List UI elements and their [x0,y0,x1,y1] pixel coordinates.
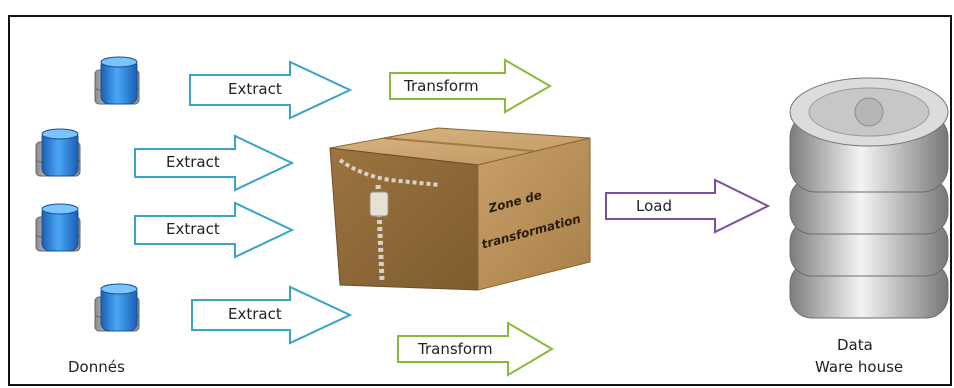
load-arrow [605,178,771,234]
transform-arrow-bottom [397,321,554,377]
transform-label-top: Transform [404,77,479,95]
source-database-icon-2 [35,128,81,177]
warehouse-label-line2: Ware house [815,358,904,376]
extract-label-3: Extract [166,220,220,238]
transform-arrow-top [389,58,552,114]
extract-arrow-3 [134,201,295,259]
extract-arrow-1 [189,60,353,120]
load-label: Load [636,197,672,215]
warehouse-label-line1: Data [837,336,873,354]
transform-label-bottom: Transform [418,340,493,358]
extract-arrow-2 [134,134,295,192]
source-database-icon-4 [94,283,140,332]
extract-label-4: Extract [228,305,282,323]
diagram-frame [8,15,952,386]
source-database-icon-3 [35,203,81,252]
extract-label-2: Extract [166,153,220,171]
extract-label-1: Extract [228,80,282,98]
source-database-icon-1 [94,56,140,105]
extract-arrow-4 [191,285,353,345]
data-warehouse-icon [789,77,949,319]
transformation-box-icon [329,127,591,291]
sources-label: Donnés [68,358,125,376]
